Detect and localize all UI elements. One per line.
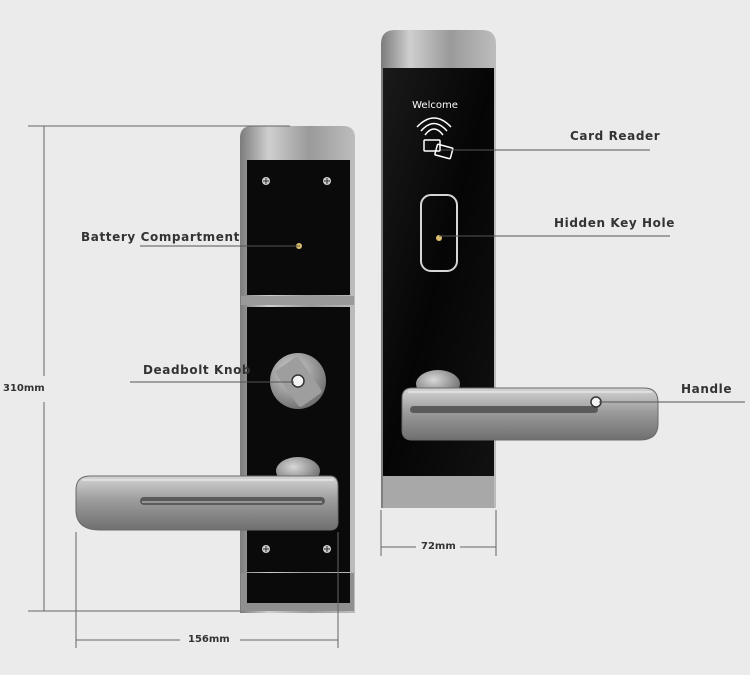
label-hidden-key-hole: Hidden Key Hole — [554, 216, 675, 230]
back-panel — [75, 126, 355, 613]
label-battery-compartment: Battery Compartment — [81, 230, 240, 244]
deadbolt-knob — [270, 353, 326, 409]
label-card-reader: Card Reader — [570, 129, 661, 143]
dimension-lines — [28, 125, 497, 648]
dimension-back-width: 156mm — [188, 634, 230, 645]
screw-icon — [323, 545, 331, 553]
front-lever — [401, 387, 659, 441]
key-hole-cover — [420, 194, 458, 272]
label-handle: Handle — [681, 382, 733, 396]
back-lever — [75, 475, 339, 531]
screw-icon — [262, 545, 270, 553]
welcome-text: Welcome — [412, 100, 458, 111]
rfid-card-icon — [416, 117, 454, 160]
screw-icon — [262, 177, 270, 185]
dimension-front-width: 72mm — [421, 541, 456, 552]
label-deadbolt-knob: Deadbolt Knob — [143, 363, 252, 377]
screw-icon — [323, 177, 331, 185]
callout-lines — [130, 149, 745, 403]
dimension-height: 310mm — [3, 383, 45, 394]
front-panel — [381, 30, 659, 508]
